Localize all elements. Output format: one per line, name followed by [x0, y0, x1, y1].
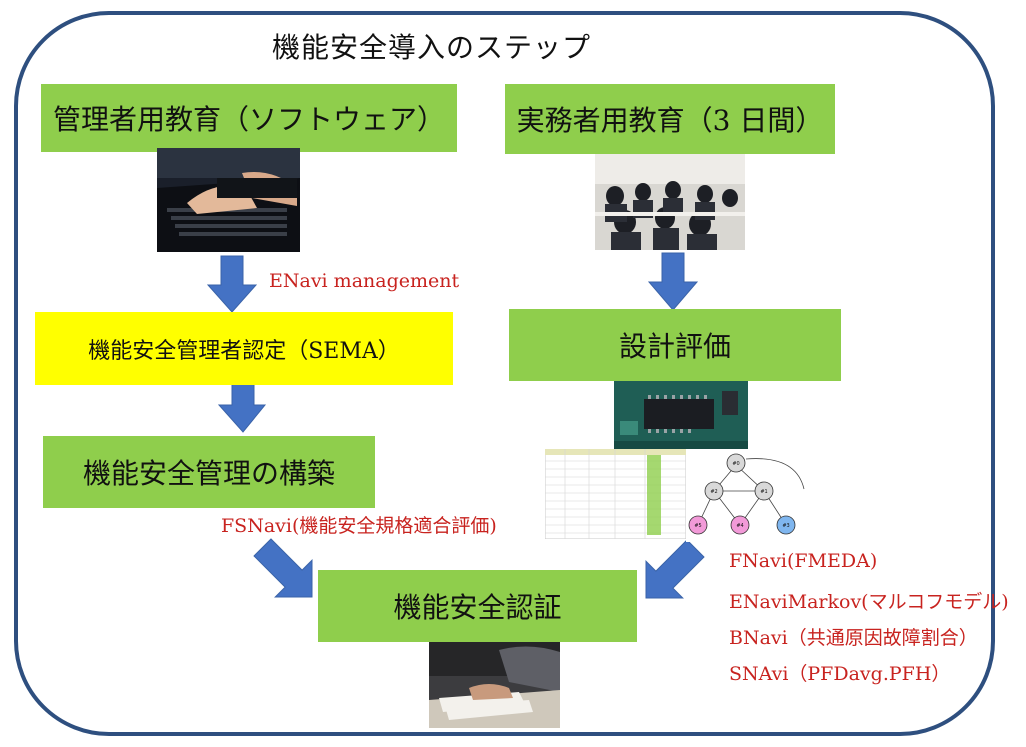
- fmeda-spreadsheet-thumbnail: [545, 449, 686, 539]
- tool-snavi: SNAvi（PFDavg.PFH）: [729, 663, 951, 685]
- classroom-image: [595, 154, 745, 250]
- documents-photo: [429, 642, 560, 728]
- fsnavi-label: FSNavi(機能安全規格適合評価): [221, 515, 497, 537]
- fs-certification-label: 機能安全認証: [393, 591, 562, 624]
- markov-model-diagram: #0 #1 #2 #3 #4 #5: [686, 449, 810, 542]
- node-1: #1: [760, 489, 767, 495]
- node-2: #2: [710, 489, 717, 495]
- diagonal-arrow-right: [645, 539, 705, 599]
- design-evaluation-box: 設計評価: [509, 309, 841, 381]
- page-title: 機能安全導入のステップ: [272, 31, 592, 64]
- documents-image: [429, 642, 560, 728]
- node-5: #5: [694, 523, 701, 529]
- rounded-frame: [14, 11, 995, 736]
- manager-education-box: 管理者用教育（ソフトウェア）: [41, 84, 457, 152]
- keyboard-typing-image: [157, 148, 300, 252]
- down-arrow-2: [217, 382, 267, 433]
- diagonal-arrow-left: [253, 538, 313, 598]
- markov-diagram-image: #0 #1 #2 #3 #4 #5: [686, 449, 810, 542]
- fs-management-build-label: 機能安全管理の構築: [82, 457, 335, 490]
- circuit-board-photo: [614, 381, 748, 451]
- manager-education-label: 管理者用教育（ソフトウェア）: [52, 103, 445, 136]
- tool-fnavi: FNavi(FMEDA): [729, 550, 878, 572]
- down-arrow-right: [647, 252, 699, 311]
- sema-certification-box: 機能安全管理者認定（SEMA）: [35, 312, 453, 385]
- spreadsheet-image: [545, 449, 686, 539]
- down-arrow-1: [206, 255, 258, 313]
- node-3: #3: [782, 523, 789, 529]
- node-0: #0: [732, 461, 739, 467]
- tool-enavimarkov: ENaviMarkov(マルコフモデル): [729, 591, 1009, 613]
- fs-management-build-box: 機能安全管理の構築: [43, 436, 375, 508]
- enavi-management-label: ENavi management: [269, 270, 460, 292]
- design-evaluation-label: 設計評価: [618, 330, 731, 363]
- classroom-photo: [595, 154, 745, 250]
- practitioner-education-box: 実務者用教育（3 日間）: [505, 84, 835, 154]
- practitioner-education-label: 実務者用教育（3 日間）: [516, 104, 824, 137]
- circuit-board-image: [614, 381, 748, 451]
- fs-certification-box: 機能安全認証: [318, 570, 637, 642]
- tool-bnavi: BNavi（共通原因故障割合）: [729, 627, 978, 649]
- node-4: #4: [736, 523, 743, 529]
- keyboard-typing-photo: [157, 148, 300, 252]
- sema-certification-label: 機能安全管理者認定（SEMA）: [88, 338, 400, 364]
